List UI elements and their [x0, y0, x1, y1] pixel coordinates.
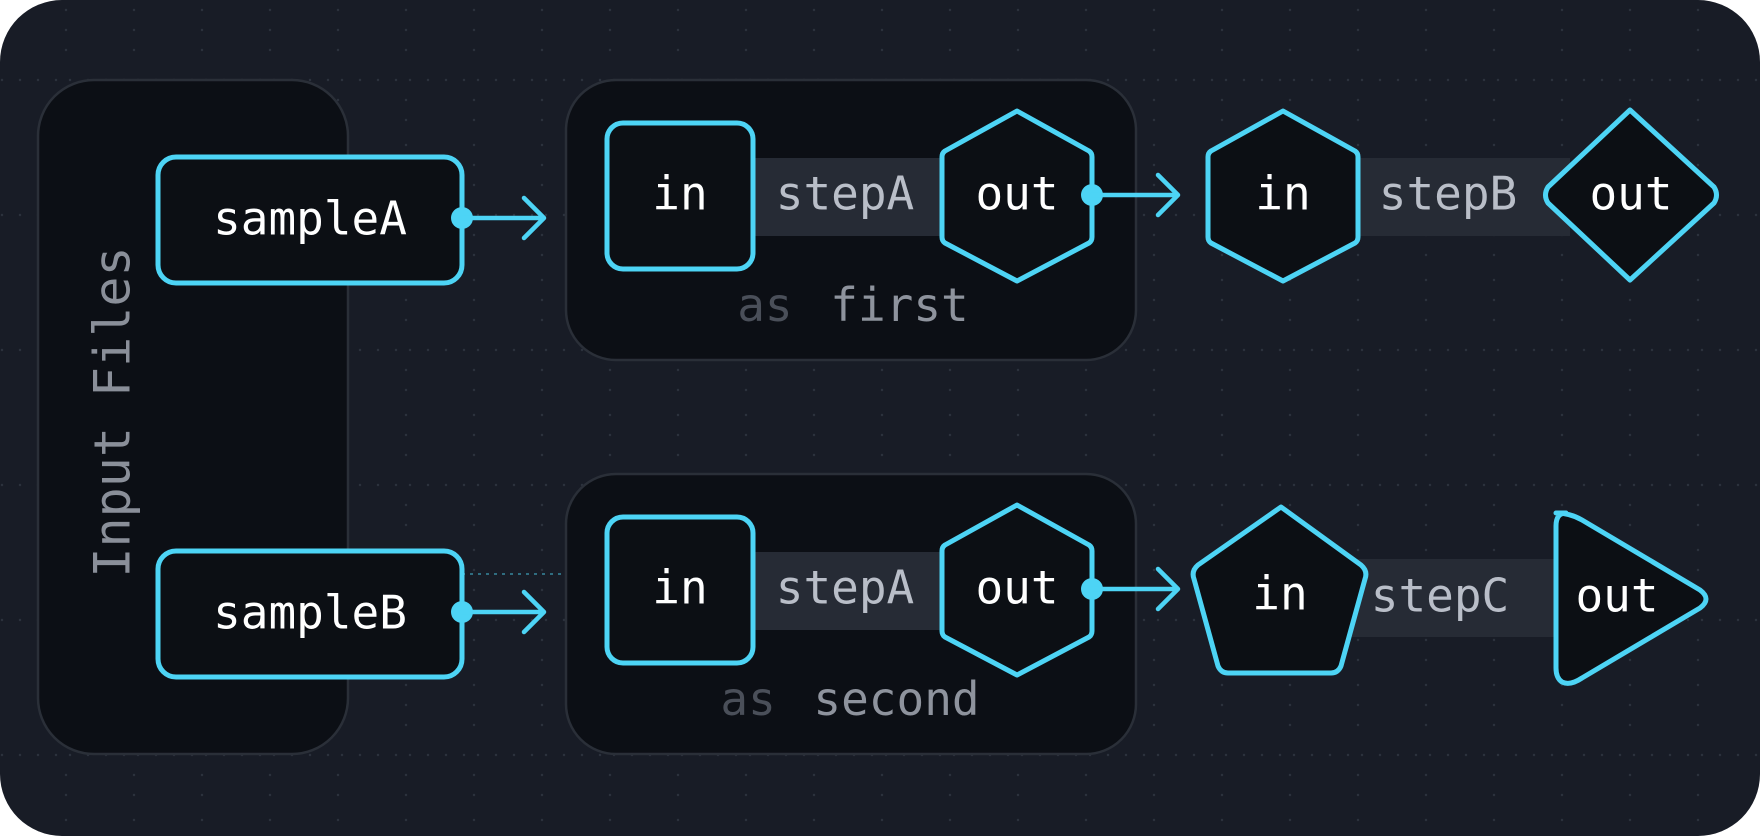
sample-b-label: sampleB [213, 586, 407, 640]
output-port-label: out [975, 561, 1058, 615]
output-port-diamond[interactable]: out [1543, 107, 1719, 283]
input-port-label: in [1255, 167, 1310, 221]
input-port-pentagon[interactable]: in [1190, 504, 1369, 676]
output-port-hexagon[interactable]: out [939, 108, 1095, 284]
input-port-square[interactable]: in [604, 120, 756, 272]
process-name: stepA [776, 561, 914, 615]
sample-node-b[interactable]: sampleB [155, 548, 465, 680]
sample-a-arrow [451, 195, 547, 241]
output-port-hexagon[interactable]: out [939, 502, 1095, 678]
output-port-label: out [1575, 569, 1658, 623]
input-port-label: in [652, 561, 707, 615]
process-step-b: stepB in out [1205, 107, 1719, 284]
output-port-label: out [1589, 167, 1672, 221]
input-files-label: Input Files [84, 246, 142, 577]
first-output-arrow [1081, 172, 1181, 218]
step-label-pill [1346, 559, 1566, 637]
alias-keyword: as [737, 278, 792, 332]
process-step-c: stepC in out [1190, 504, 1709, 686]
alias-name: first [830, 278, 968, 332]
process-group-second: stepA in out as second [564, 472, 1138, 756]
sample-a-label: sampleA [213, 192, 407, 246]
input-port-square[interactable]: in [604, 514, 756, 666]
step-label-pill [740, 552, 950, 630]
sample-b-arrow [451, 589, 547, 635]
input-port-hexagon[interactable]: in [1205, 108, 1361, 284]
step-label-pill [740, 158, 950, 236]
step-label-pill [1350, 158, 1570, 236]
alias-name: second [813, 672, 979, 726]
alias-row-first: as first [737, 278, 969, 332]
process-name: stepB [1379, 167, 1517, 221]
input-port-label: in [652, 167, 707, 221]
output-port-label: out [975, 167, 1058, 221]
process-name: stepA [776, 167, 914, 221]
process-name: stepC [1371, 569, 1509, 623]
alias-keyword: as [720, 672, 775, 726]
alias-row-second: as second [720, 672, 979, 726]
second-output-arrow [1081, 566, 1181, 612]
input-port-label: in [1252, 567, 1307, 621]
sample-node-a[interactable]: sampleA [155, 154, 465, 286]
process-group-first: stepA in out as first [564, 78, 1138, 362]
output-port-triangle[interactable]: out [1553, 510, 1709, 686]
